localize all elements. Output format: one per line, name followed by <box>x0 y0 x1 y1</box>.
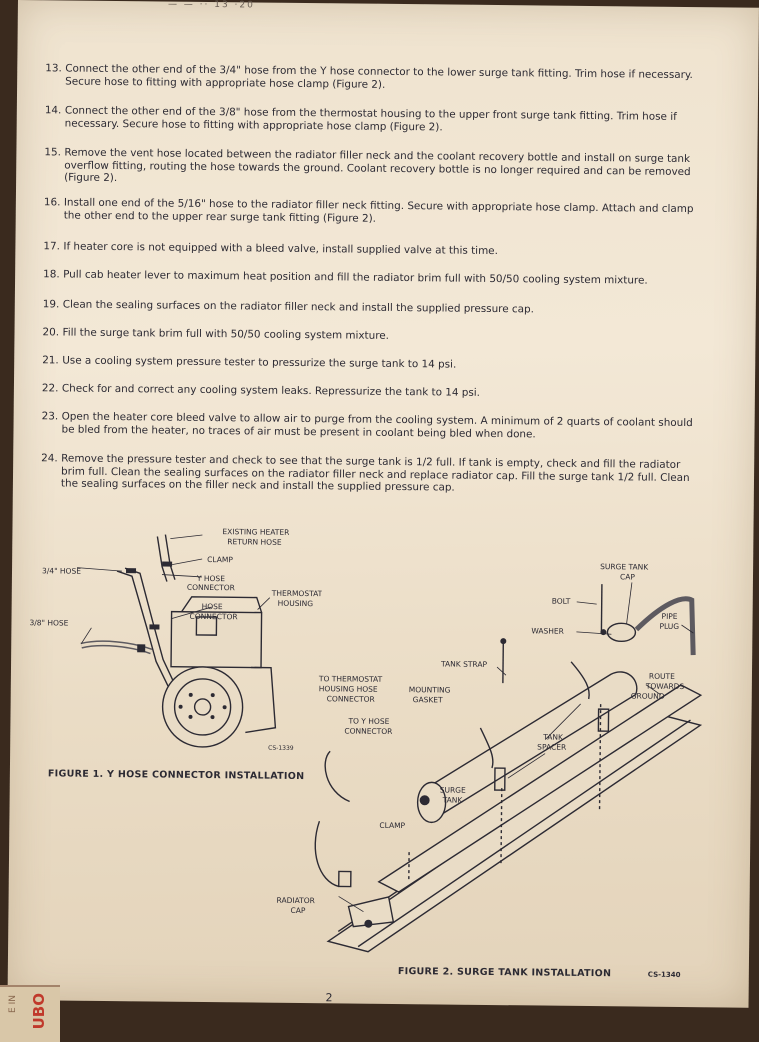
label-spacer: SPACER <box>537 742 566 751</box>
step-number: 21. <box>42 354 59 367</box>
label-3-4-hose: 3/4" HOSE <box>42 566 81 575</box>
step-text: If heater core is not equipped with a bl… <box>63 240 703 259</box>
label-gasket: GASKET <box>413 695 443 704</box>
step-number: 18. <box>43 268 60 281</box>
step-number: 20. <box>42 326 59 339</box>
label-surge: SURGE <box>440 785 466 794</box>
label-radiator-cap: CAP <box>290 906 305 915</box>
label-return-hose: RETURN HOSE <box>227 537 282 547</box>
label-surge-tank-cap: CAP <box>620 572 635 581</box>
label-hose-connector: CONNECTOR <box>190 612 238 622</box>
step-number: 14. <box>45 104 62 117</box>
step-16: 16. Install one end of the 5/16" hose to… <box>64 196 704 228</box>
label-hose: HOSE <box>202 602 223 611</box>
label-3-8-hose: 3/8" HOSE <box>29 618 68 627</box>
step-17: 17. If heater core is not equipped with … <box>63 240 703 259</box>
step-number: 23. <box>42 410 59 423</box>
cardboard-box-corner: UBO E IN <box>0 985 60 1042</box>
label-surge-tank-2: TANK <box>442 795 464 804</box>
label-to-y-hose: TO Y HOSE <box>347 716 389 725</box>
label-towards: TOWARDS <box>645 682 685 691</box>
step-number: 13. <box>45 62 62 75</box>
step-number: 24. <box>41 452 58 465</box>
step-text: Remove the vent hose located between the… <box>64 146 704 190</box>
label-mounting: MOUNTING <box>409 685 451 694</box>
step-number: 15. <box>44 146 61 159</box>
label-y-hose: Y HOSE <box>196 574 225 583</box>
label-clamp-2: CLAMP <box>379 821 405 830</box>
label-washer: WASHER <box>531 626 564 635</box>
figure-2-code: CS-1340 <box>648 971 681 979</box>
step-text: Remove the pressure tester and check to … <box>61 452 701 496</box>
step-text: Pull cab heater lever to maximum heat po… <box>63 268 703 287</box>
step-13: 13. Connect the other end of the 3/4" ho… <box>65 62 705 94</box>
step-text: Clean the sealing surfaces on the radiat… <box>63 298 703 317</box>
step-15: 15. Remove the vent hose located between… <box>64 146 704 190</box>
step-text: Install one end of the 5/16" hose to the… <box>64 196 704 228</box>
label-tank-strap: TANK STRAP <box>440 659 488 668</box>
label-plug: PLUG <box>659 622 679 631</box>
label-pipe: PIPE <box>662 612 678 621</box>
label-surge-tank: SURGE TANK <box>600 562 649 572</box>
step-21: 21. Use a cooling system pressure tester… <box>62 354 702 373</box>
label-to-y-connector: CONNECTOR <box>344 726 392 736</box>
label-tank: TANK <box>542 733 564 742</box>
label-route: ROUTE <box>649 672 675 681</box>
label-connector: CONNECTOR <box>327 694 375 704</box>
step-text: Connect the other end of the 3/8" hose f… <box>65 104 705 136</box>
instruction-sheet: — — ·· 13 ·20 13. Connect the other end … <box>8 0 759 1008</box>
page-number: 2 <box>326 991 333 1004</box>
label-to-thermostat: TO THERMOSTAT <box>318 674 383 684</box>
step-text: Check for and correct any cooling system… <box>62 382 702 401</box>
step-number: 22. <box>42 382 59 395</box>
figure-2-diagram: SURGE TANK CAP BOLT WASHER PIPE PLUG TAN… <box>238 550 722 965</box>
step-14: 14. Connect the other end of the 3/8" ho… <box>65 104 705 136</box>
label-y-hose-connector: CONNECTOR <box>187 583 235 593</box>
label-radiator: RADIATOR <box>277 896 315 905</box>
step-number: 19. <box>43 298 60 311</box>
step-text: Open the heater core bleed valve to allo… <box>61 410 701 442</box>
box-small-text: E IN <box>8 995 18 1013</box>
label-bolt: BOLT <box>552 597 571 606</box>
step-19: 19. Clean the sealing surfaces on the ra… <box>63 298 703 317</box>
step-number: 16. <box>44 196 61 209</box>
step-24: 24. Remove the pressure tester and check… <box>61 452 701 496</box>
label-existing-heater: EXISTING HEATER <box>222 527 289 537</box>
box-stamp-text: UBO <box>30 993 48 1029</box>
step-text: Fill the surge tank brim full with 50/50… <box>62 326 702 345</box>
step-18: 18. Pull cab heater lever to maximum hea… <box>63 268 703 287</box>
step-23: 23. Open the heater core bleed valve to … <box>61 410 701 442</box>
faded-header-text: — — ·· 13 ·20 <box>168 0 288 11</box>
step-text: Use a cooling system pressure tester to … <box>62 354 702 373</box>
label-clamp: CLAMP <box>207 555 233 564</box>
step-20: 20. Fill the surge tank brim full with 5… <box>62 326 702 345</box>
figure-2-caption: FIGURE 2. SURGE TANK INSTALLATION <box>398 966 612 979</box>
label-ground: GROUND <box>631 691 665 700</box>
step-number: 17. <box>43 240 60 253</box>
step-text: Connect the other end of the 3/4" hose f… <box>65 62 705 94</box>
step-22: 22. Check for and correct any cooling sy… <box>62 382 702 401</box>
label-housing-hose: HOUSING HOSE <box>319 684 378 694</box>
